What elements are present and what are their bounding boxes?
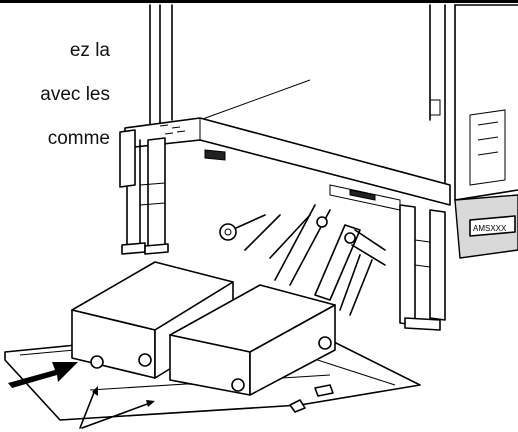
caption-line-2: avec les: [40, 84, 110, 105]
right-column: AMSXXX: [399, 194, 518, 331]
decal-text: AMSXXX: [473, 224, 507, 233]
truck-body: [149, 4, 518, 201]
tail-beam: [124, 117, 451, 211]
top-rule: [0, 0, 518, 3]
pointer-lines: [79, 386, 155, 429]
cart-right: [169, 284, 336, 396]
caption-line-3: comme: [47, 128, 110, 149]
lift-arms: [219, 204, 386, 316]
instruction-caption: ez la avec les comme: [0, 18, 110, 172]
left-column: [119, 129, 169, 255]
caption-line-1: ez la: [69, 40, 110, 61]
push-arrow-icon: [8, 362, 78, 388]
